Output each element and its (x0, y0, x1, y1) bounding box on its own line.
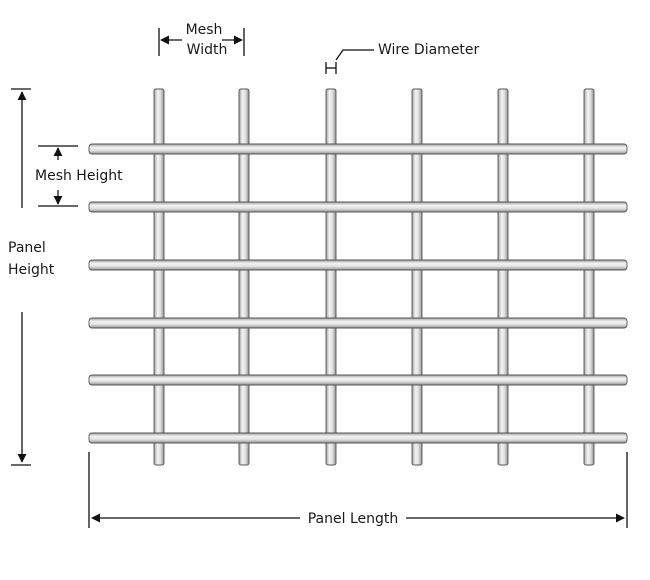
vertical-wire (325, 88, 337, 466)
panel-height-label-line1: Panel (8, 240, 46, 256)
horizontal-wire (88, 259, 628, 271)
panel-height-dimension: Panel Height (8, 88, 55, 466)
mesh-height-label: Mesh Height (35, 168, 123, 184)
wire-diameter-label: Wire Diameter (378, 42, 480, 58)
vertical-wire (497, 88, 509, 466)
wire-diameter-dimension: Wire Diameter (325, 42, 480, 74)
horizontal-wire (88, 317, 628, 329)
vertical-wire (583, 88, 595, 466)
vertical-wire (153, 88, 165, 466)
mesh-width-label-line1: Mesh (186, 22, 223, 38)
horizontal-wire (88, 201, 628, 213)
horizontal-wire (88, 432, 628, 444)
panel-length-label: Panel Length (308, 511, 399, 527)
mesh-width-dimension: Mesh Width (158, 22, 245, 58)
vertical-wire (238, 88, 250, 466)
vertical-wires (153, 88, 595, 466)
mesh-height-dimension: Mesh Height (35, 145, 123, 207)
mesh-width-label-line2: Width (187, 42, 228, 58)
horizontal-wire (88, 374, 628, 386)
panel-height-label-line2: Height (8, 262, 55, 278)
vertical-wire (411, 88, 423, 466)
horizontal-wires (88, 143, 628, 444)
panel-length-dimension: Panel Length (88, 452, 628, 528)
horizontal-wire (88, 143, 628, 155)
